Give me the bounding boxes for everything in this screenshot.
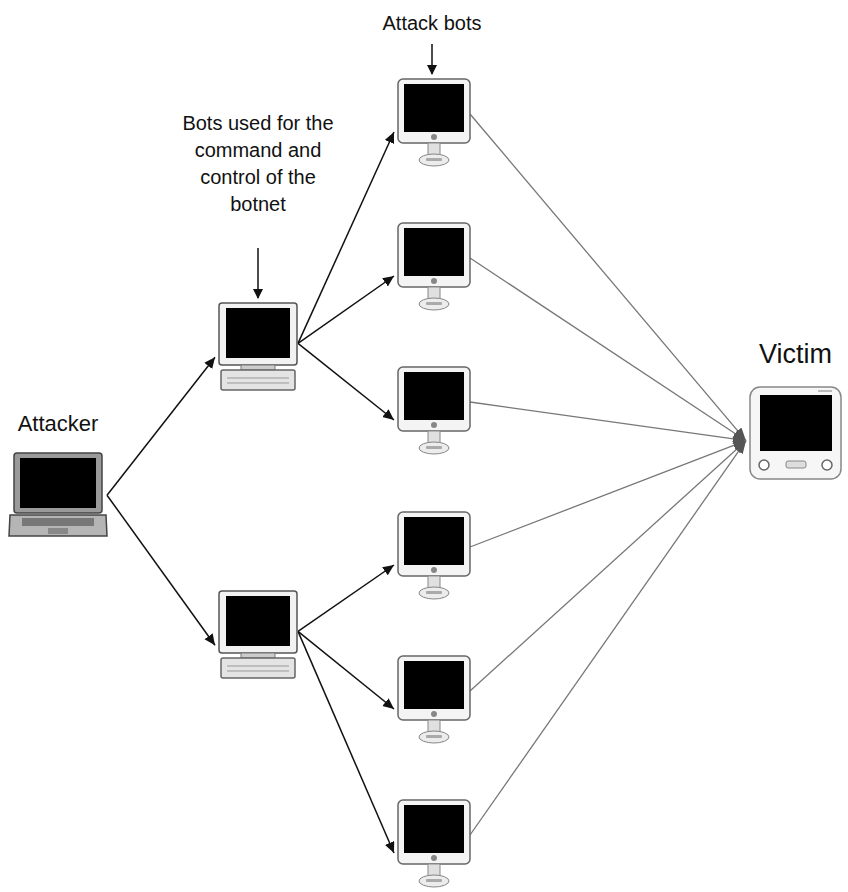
computer-icon	[8, 452, 108, 542]
computer-icon	[396, 655, 472, 745]
command-bot	[217, 302, 299, 394]
callout-text: Attack bots	[362, 10, 502, 37]
computer-icon	[396, 799, 472, 889]
connector-arrow	[470, 402, 746, 441]
connector-arrow	[470, 441, 746, 691]
connector-arrow	[298, 565, 394, 631]
attack-bot	[396, 78, 472, 168]
attack-bot	[396, 655, 472, 745]
connector-arrow	[470, 441, 746, 547]
computer-icon	[396, 78, 472, 168]
callout-text: Bots used for the command and control of…	[172, 110, 344, 218]
computer-icon	[396, 366, 472, 456]
connector-arrow	[107, 357, 215, 495]
computer-icon	[396, 511, 472, 601]
connector-arrow	[470, 114, 746, 441]
node-label: Victim	[746, 337, 845, 371]
connector-arrow	[298, 631, 394, 709]
attack-bot	[396, 222, 472, 312]
connector-arrow	[470, 441, 746, 835]
leader-arrow	[257, 248, 259, 298]
connector-arrow	[298, 276, 394, 343]
command-bot	[217, 590, 299, 682]
leader-arrow	[431, 44, 433, 74]
connector-arrow	[298, 631, 394, 853]
connector-arrow	[298, 132, 394, 343]
connector-arrow	[470, 258, 746, 441]
connector-arrow	[107, 495, 215, 645]
connector-arrow	[298, 343, 394, 420]
computer-icon	[217, 302, 299, 394]
victim-computer: Victim	[746, 337, 845, 481]
attack-bot	[396, 799, 472, 889]
computer-icon	[217, 590, 299, 682]
computer-icon	[396, 222, 472, 312]
computer-icon	[748, 385, 843, 481]
attack-bot	[396, 511, 472, 601]
attacker-laptop: Attacker	[6, 410, 110, 542]
attack-bot	[396, 366, 472, 456]
node-label: Attacker	[6, 410, 110, 438]
